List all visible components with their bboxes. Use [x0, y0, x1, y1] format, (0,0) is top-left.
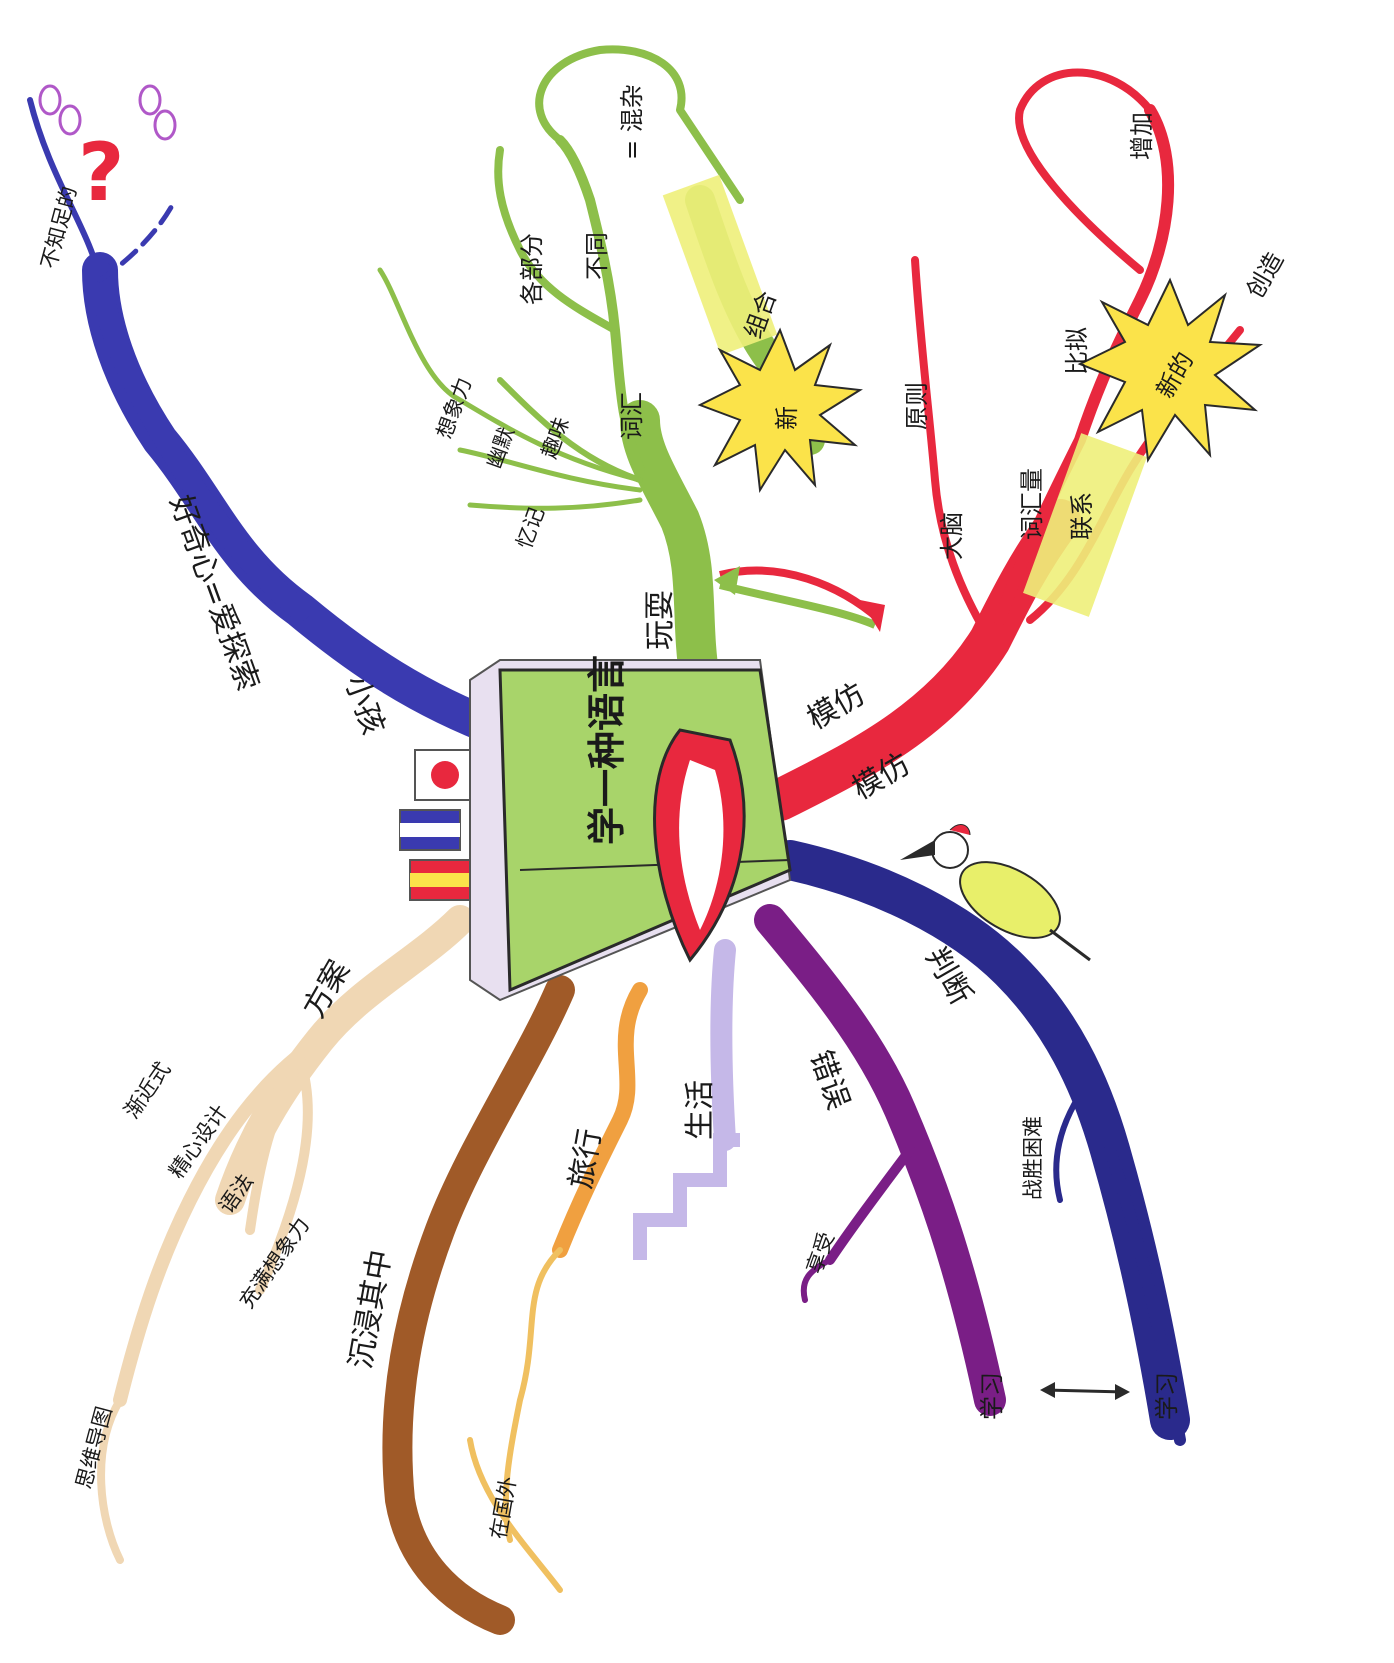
label-words: 词汇 — [618, 392, 646, 440]
label-imitate-upper: 模仿 — [802, 677, 871, 737]
label-mistake: 错误 — [802, 1046, 855, 1114]
label-mistake-learn: 学习 — [978, 1372, 1006, 1420]
label-travel: 旅行 — [563, 1126, 608, 1191]
label-different: 不同 — [583, 232, 611, 280]
label-parts: 各部分 — [518, 233, 546, 305]
label-brain: 大脑 — [938, 512, 966, 560]
label-overcome: 战胜困难 — [1021, 1116, 1045, 1200]
stairs-icon — [640, 1140, 740, 1260]
label-mix: = 混杂 — [618, 84, 646, 160]
label-life: 生活 — [683, 1080, 718, 1140]
label-memory: 忆记 — [512, 504, 549, 552]
central-title: 学一种语言 — [585, 655, 629, 845]
label-unknown: 不知足的 — [37, 184, 82, 271]
label-rule: 原则 — [903, 382, 931, 430]
label-link: 联系 — [1068, 492, 1096, 540]
label-mindmap: 思维导图 — [72, 1404, 117, 1491]
learn-double-arrow-icon — [1040, 1382, 1130, 1400]
label-immerse: 沉浸其中 — [343, 1247, 398, 1371]
label-play: 玩耍 — [643, 590, 678, 650]
label-judge-learn: 学习 — [1153, 1372, 1181, 1420]
label-play-new: 新 — [773, 406, 801, 430]
question-mark-icon: ? — [78, 126, 124, 219]
label-gradual: 渐近式 — [119, 1057, 175, 1122]
svg-text:?: ? — [78, 126, 124, 219]
label-create: 创造 — [1241, 247, 1289, 303]
label-metaphor: 比拟 — [1063, 327, 1091, 375]
label-add: 增加 — [1128, 112, 1156, 160]
double-arrow-icon — [714, 566, 885, 632]
branch-curiosity: ? — [30, 86, 500, 730]
flag-icons — [400, 750, 475, 900]
label-vocab: 词汇量 — [1018, 468, 1046, 540]
